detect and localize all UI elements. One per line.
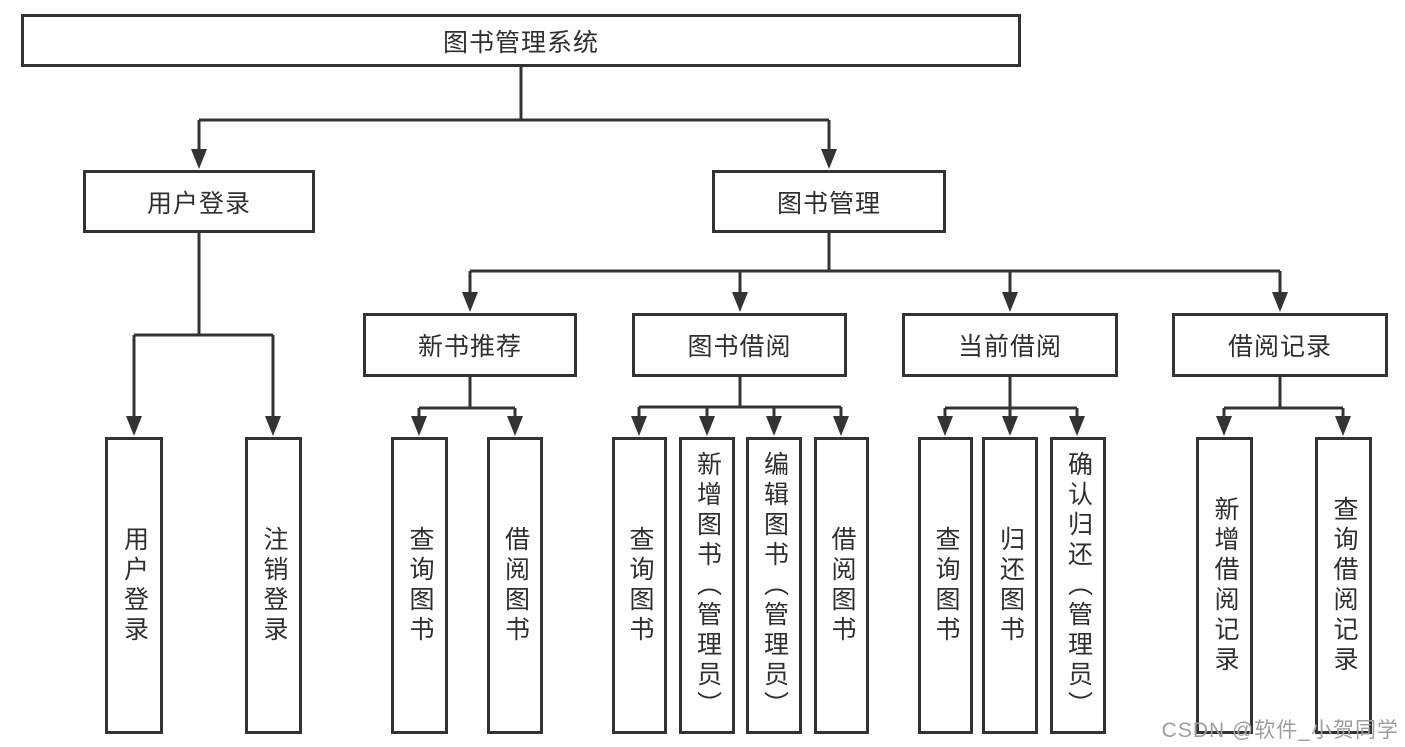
csdn-watermark: CSDN @软件_小贺同学 xyxy=(1161,719,1399,742)
leaf-query-books-recommend: 查询图书 xyxy=(391,437,448,734)
node-borrow-records: 借阅记录 xyxy=(1172,313,1388,377)
leaf-borrow-books: 借阅图书 xyxy=(814,437,869,734)
node-book-borrow: 图书借阅 xyxy=(632,313,847,377)
leaf-query-books-current: 查询图书 xyxy=(918,437,973,734)
leaf-query-borrow-record: 查询借阅记录 xyxy=(1315,437,1372,734)
arrowheads xyxy=(126,149,1351,436)
leaf-return-books: 归还图书 xyxy=(982,437,1038,734)
leaf-add-borrow-record: 新增借阅记录 xyxy=(1196,437,1253,734)
leaf-user-login: 用户登录 xyxy=(105,437,163,734)
node-root-system: 图书管理系统 xyxy=(21,14,1021,67)
leaf-edit-books-admin: 编辑图书（管理员） xyxy=(746,437,802,734)
leaf-query-books-borrow: 查询图书 xyxy=(612,437,667,734)
node-book-management: 图书管理 xyxy=(712,170,946,233)
leaf-borrow-books-recommend: 借阅图书 xyxy=(487,437,543,734)
node-user-login: 用户登录 xyxy=(83,170,315,233)
leaf-logout: 注销登录 xyxy=(245,437,302,734)
leaf-confirm-return-admin: 确认归还（管理员） xyxy=(1050,437,1106,734)
leaf-add-books-admin: 新增图书（管理员） xyxy=(679,437,735,734)
node-current-borrow: 当前借阅 xyxy=(902,313,1118,377)
node-new-book-recommend: 新书推荐 xyxy=(363,313,577,377)
